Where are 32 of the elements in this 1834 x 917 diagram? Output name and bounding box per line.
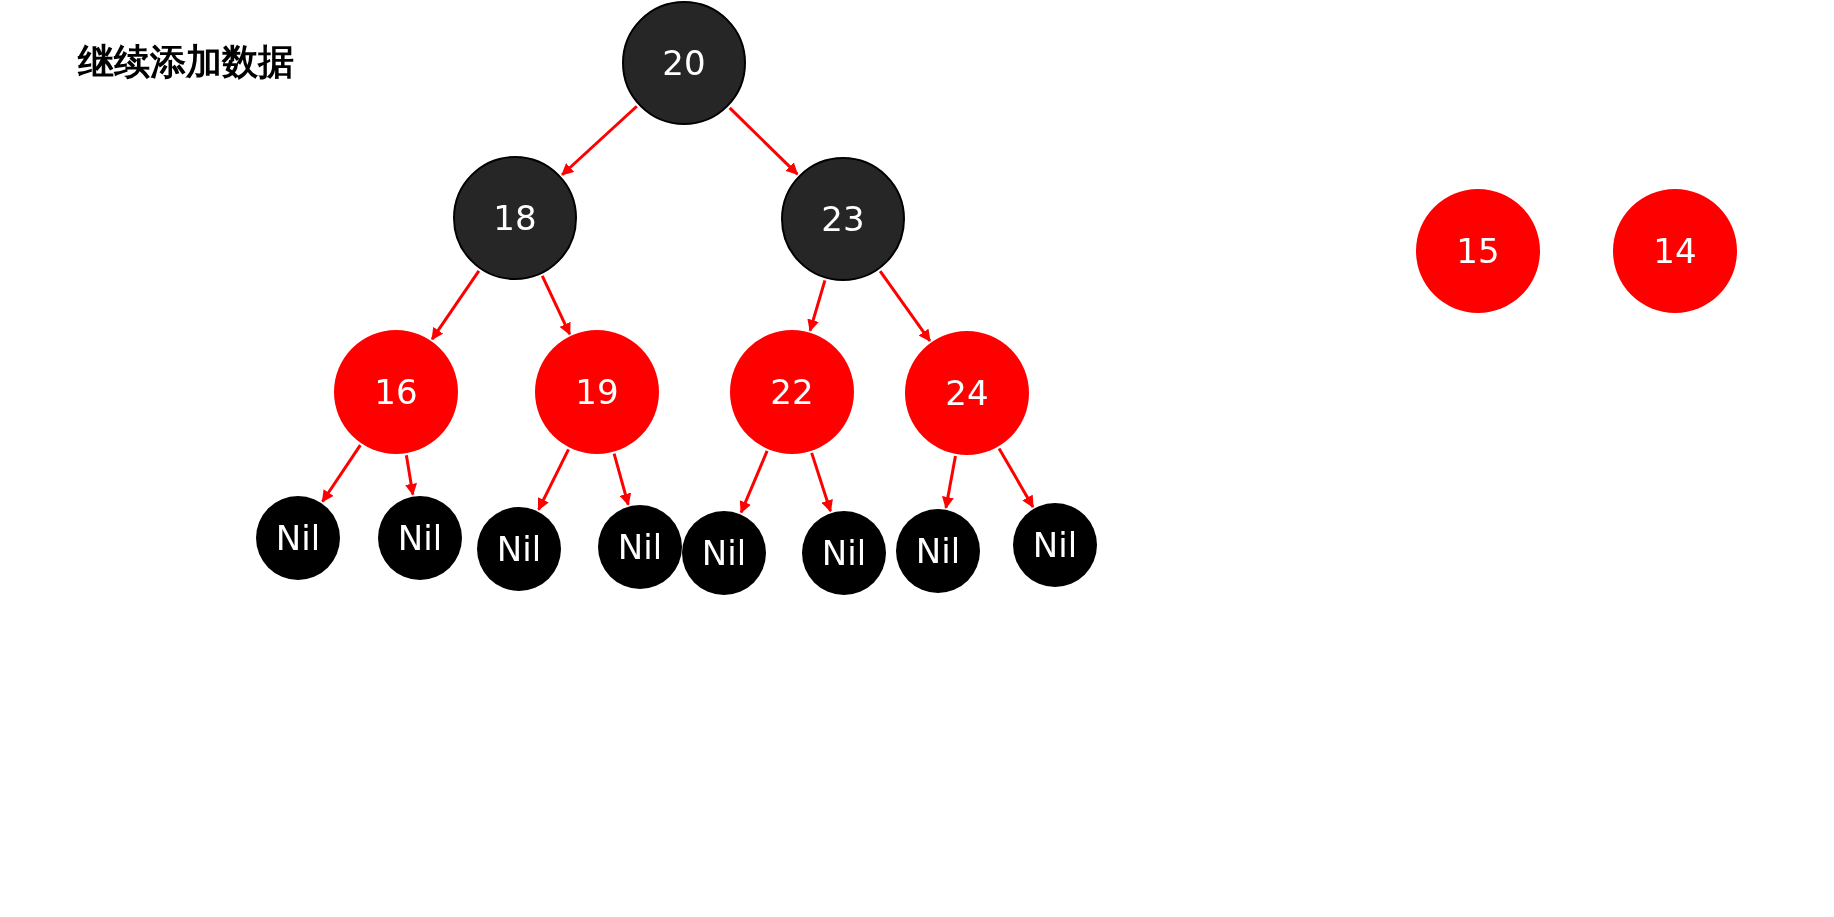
tree-node: 16 (334, 330, 458, 454)
arrow (430, 270, 481, 341)
tree-node: 18 (453, 156, 577, 280)
arrow (728, 106, 799, 176)
arrow (878, 270, 932, 342)
tree-node: Nil (682, 511, 766, 595)
tree-node: Nil (896, 509, 980, 593)
tree-node: 20 (622, 1, 746, 125)
tree-node: Nil (598, 505, 682, 589)
arrow (739, 450, 769, 514)
arrow (561, 105, 638, 176)
tree-node: Nil (802, 511, 886, 595)
arrow (997, 447, 1035, 508)
arrow (942, 455, 957, 509)
tree-node: 19 (535, 330, 659, 454)
tree-node: 23 (781, 157, 905, 281)
arrow (540, 275, 572, 336)
tree-node: 24 (905, 331, 1029, 455)
arrow (810, 452, 833, 513)
tree-node: Nil (477, 507, 561, 591)
tree-node: Nil (256, 496, 340, 580)
tree-node: 22 (730, 330, 854, 454)
tree-node: 15 (1416, 189, 1540, 313)
arrow (807, 279, 827, 332)
title: 继续添加数据 (78, 40, 294, 84)
tree-node: 14 (1613, 189, 1737, 313)
arrow (321, 444, 362, 503)
tree-node: Nil (378, 496, 462, 580)
tree-node: Nil (1013, 503, 1097, 587)
arrow (404, 454, 418, 496)
arrow (612, 453, 632, 506)
arrow (537, 448, 570, 511)
